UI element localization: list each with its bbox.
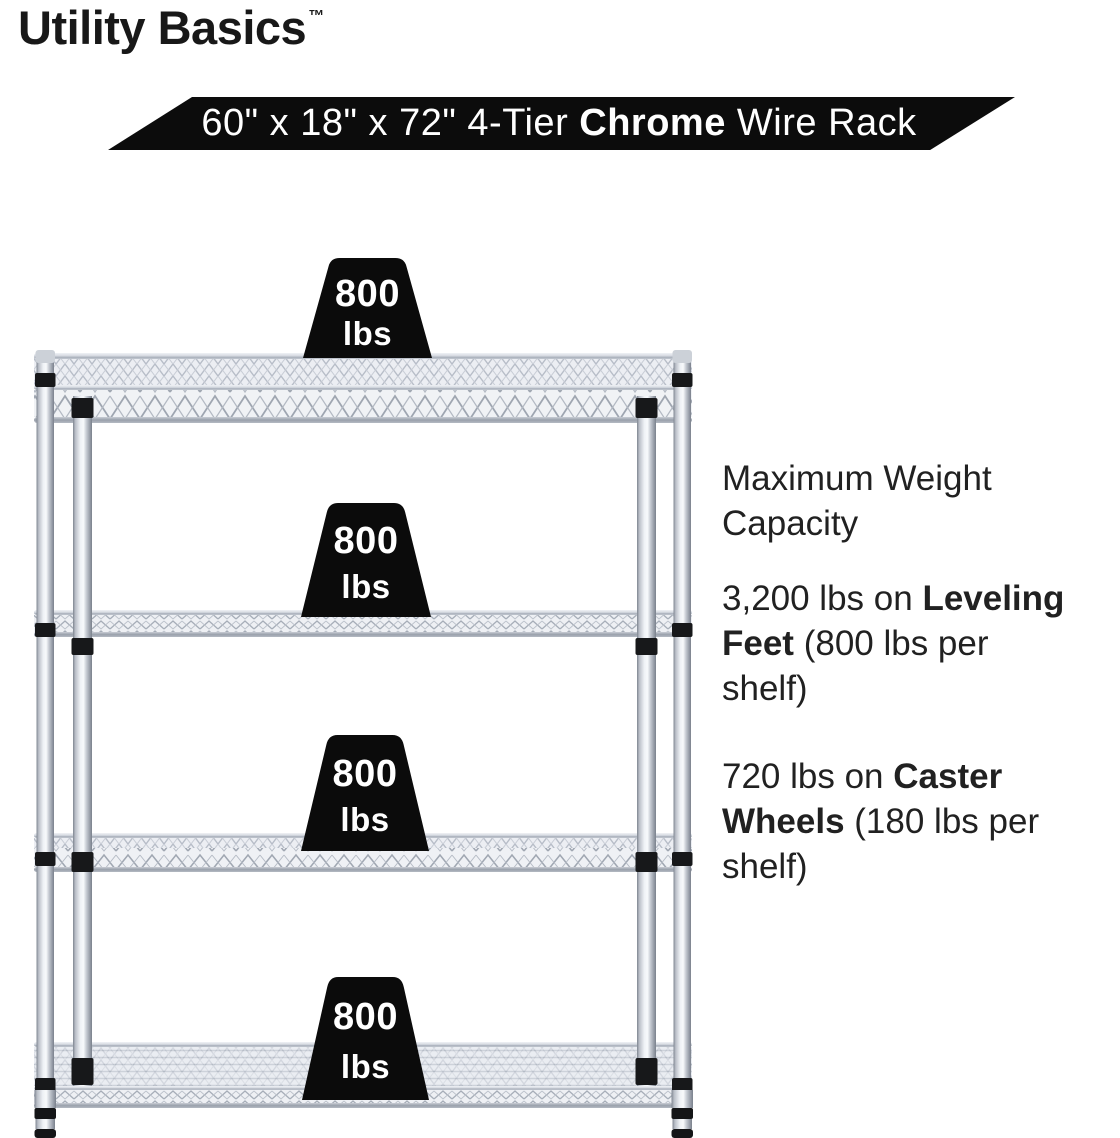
weight-icon-shelf-2: 800 lbs (301, 503, 431, 617)
caster-bold-1: Caster (893, 757, 1003, 796)
front-right-post (635, 396, 658, 1086)
leveling-foot-left (34, 1090, 56, 1138)
weight-shape (301, 503, 431, 617)
outer-right-post (671, 350, 693, 1138)
weight-unit: lbs (340, 801, 390, 839)
weight-shape (301, 735, 429, 851)
weight-icon-shelf-4: 800 lbs (302, 977, 429, 1100)
brand-name: Utility Basics (18, 1, 307, 54)
info-heading: Maximum Weight Capacity (722, 456, 1120, 546)
spec-caster-wheels: 720 lbs on Caster Wheels (180 lbs per sh… (722, 754, 1120, 889)
leveling-bold-2: Feet (722, 624, 794, 663)
front-left-post (71, 396, 94, 1086)
weight-unit: lbs (342, 315, 393, 352)
outer-left-post (34, 350, 56, 1138)
weight-unit: lbs (341, 568, 391, 606)
banner-text-size: 60" x 18" x 72" 4-Tier (201, 102, 580, 144)
weight-value: 800 (333, 995, 398, 1038)
heading-line-2: Capacity (722, 504, 859, 543)
title-banner: 60" x 18" x 72" 4-Tier Chrome Wire Rack (108, 97, 1015, 150)
leveling-bold-1: Leveling (922, 579, 1065, 618)
leveling-text-3: shelf) (722, 669, 808, 708)
caster-text: 720 lbs on (722, 757, 894, 796)
weight-icon-shelf-3: 800 lbs (301, 735, 429, 851)
weight-shape (302, 977, 429, 1100)
caster-text-2: (180 lbs per (844, 802, 1040, 841)
info-panel: Maximum Weight Capacity 3,200 lbs on Lev… (722, 456, 1120, 889)
weight-shape (303, 258, 432, 358)
caster-bold-2: Wheels (722, 802, 845, 841)
banner-text-product: Wire Rack (725, 102, 917, 144)
leveling-text: 3,200 lbs on (722, 579, 923, 618)
caster-text-3: shelf) (722, 847, 808, 886)
banner-text-finish: Chrome (579, 102, 726, 144)
spec-leveling-feet: 3,200 lbs on Leveling Feet (800 lbs per … (722, 576, 1120, 711)
weight-icon-shelf-1: 800 lbs (303, 258, 432, 358)
weight-value: 800 (335, 273, 400, 315)
weight-value: 800 (333, 520, 399, 563)
leveling-foot-right (671, 1090, 693, 1138)
weight-value: 800 (332, 752, 398, 795)
heading-line-1: Maximum Weight (722, 459, 992, 498)
shelf-1 (34, 353, 692, 423)
leveling-text-2: (800 lbs per (793, 624, 989, 663)
trademark-symbol: ™ (308, 8, 324, 25)
weight-unit: lbs (340, 1047, 391, 1085)
